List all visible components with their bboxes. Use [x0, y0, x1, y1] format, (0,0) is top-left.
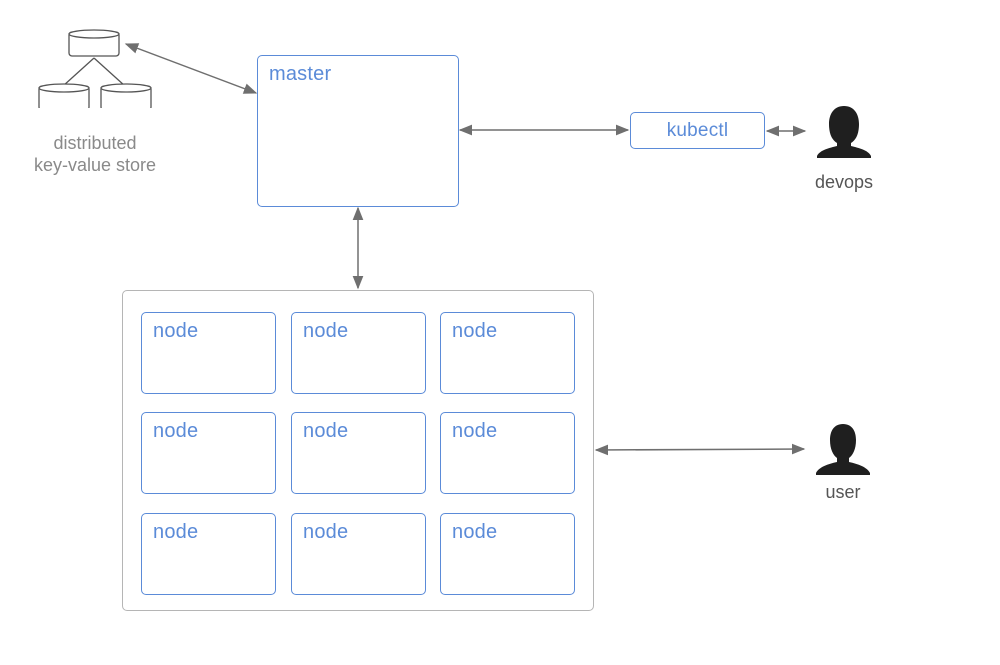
user-person-icon	[816, 424, 870, 475]
master-box[interactable]: master	[257, 55, 459, 207]
node-label: node	[452, 420, 498, 442]
node-box[interactable]: node	[141, 412, 276, 494]
node-box[interactable]: node	[440, 312, 575, 394]
node-box[interactable]: node	[440, 412, 575, 494]
database-cluster-icon	[38, 29, 152, 108]
node-label: node	[452, 521, 498, 543]
node-label: node	[303, 521, 349, 543]
node-label: node	[452, 320, 498, 342]
store-label-line2: key-value store	[33, 155, 157, 175]
node-label: node	[303, 420, 349, 442]
node-box[interactable]: node	[141, 312, 276, 394]
node-box[interactable]: node	[291, 412, 426, 494]
node-label: node	[153, 521, 199, 543]
store-label: distributed key-value store	[20, 132, 170, 176]
devops-person-icon	[817, 106, 871, 158]
kubectl-label: kubectl	[666, 120, 729, 141]
node-label: node	[303, 320, 349, 342]
node-label: node	[153, 320, 199, 342]
cluster-user-arrow	[594, 443, 806, 456]
user-label: user	[825, 482, 861, 502]
store-label-line1: distributed	[53, 133, 137, 153]
node-box[interactable]: node	[291, 513, 426, 595]
node-box[interactable]: node	[440, 513, 575, 595]
node-box[interactable]: node	[141, 513, 276, 595]
devops-label: devops	[814, 172, 874, 192]
node-box[interactable]: node	[291, 312, 426, 394]
master-label: master	[269, 63, 332, 85]
kubectl-box[interactable]: kubectl	[630, 112, 765, 149]
store-master-arrow	[124, 43, 258, 94]
node-label: node	[153, 420, 199, 442]
